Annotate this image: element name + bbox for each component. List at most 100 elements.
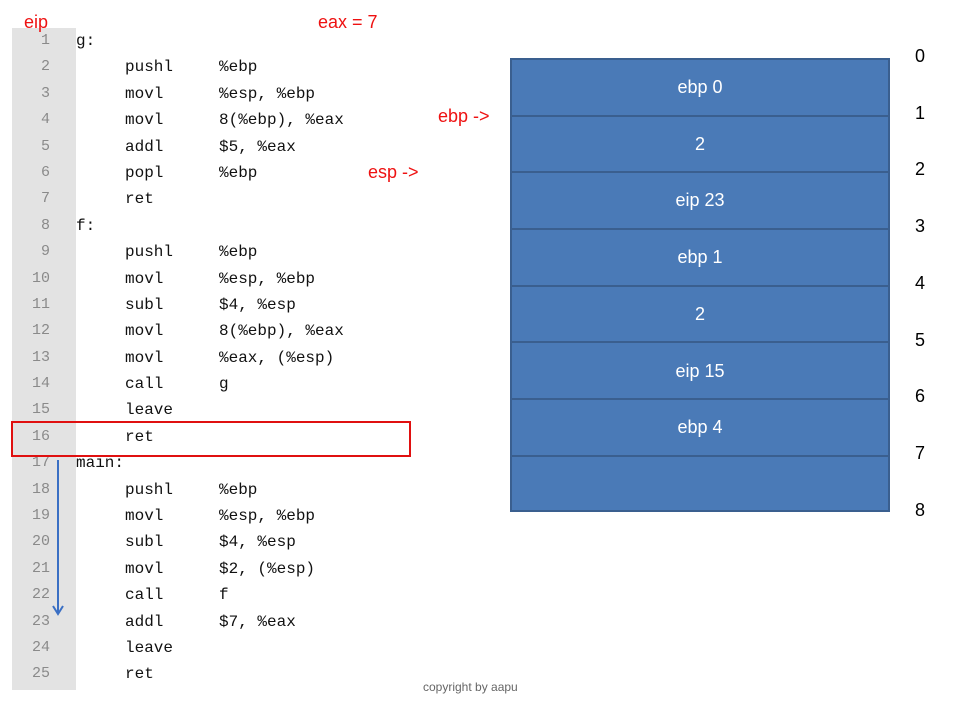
code-label: main:	[76, 454, 125, 473]
instruction-mnemonic: movl	[125, 348, 164, 367]
copyright-text: copyright by aapu	[423, 680, 518, 694]
line-number: 21	[31, 559, 50, 577]
instruction-mnemonic: leave	[125, 401, 174, 420]
stack-index: 6	[914, 386, 925, 407]
line-number: 2	[40, 58, 50, 76]
eax-value-label: eax = 7	[318, 12, 378, 32]
line-number: 4	[40, 111, 50, 129]
instruction-operand: $2, (%esp)	[219, 559, 316, 578]
line-number: 7	[40, 190, 50, 208]
code-label: g:	[76, 32, 96, 50]
instruction-mnemonic: call	[125, 375, 164, 394]
code-line: 2 pushl %ebp	[12, 54, 452, 80]
code-label: f:	[76, 216, 96, 235]
stack-slot: eip 23	[512, 173, 888, 231]
code-line: 17 main:	[12, 450, 452, 476]
instruction-mnemonic: movl	[125, 269, 164, 288]
line-number: 14	[31, 375, 50, 393]
stack-index: 1	[914, 102, 925, 123]
instruction-operand: %ebp	[219, 480, 258, 499]
code-line: 22 call f	[12, 582, 452, 608]
line-number: 11	[31, 295, 50, 313]
line-number: 3	[40, 84, 50, 102]
stack-index: 0	[914, 46, 925, 66]
line-number: 1	[40, 32, 50, 49]
stack-slot: ebp 1	[512, 230, 888, 287]
code-line: 13 movl %eax, (%esp)	[12, 345, 452, 371]
line-number: 15	[31, 401, 50, 419]
stack-slot: 2	[512, 287, 888, 344]
current-instruction-highlight	[11, 421, 411, 457]
line-number: 6	[40, 163, 50, 181]
code-line: 16 ret	[12, 424, 452, 450]
line-number: 25	[31, 665, 50, 683]
instruction-operand: %esp, %ebp	[219, 269, 316, 288]
instruction-mnemonic: movl	[125, 111, 164, 130]
instruction-operand: %esp, %ebp	[219, 84, 316, 103]
stack-slot: ebp 4	[512, 400, 888, 457]
instruction-operand: 8(%ebp), %eax	[219, 322, 344, 341]
instruction-mnemonic: movl	[125, 559, 164, 578]
instruction-operand: %ebp	[219, 58, 258, 77]
instruction-operand: f	[219, 586, 229, 605]
code-line: 4 movl 8(%ebp), %eax	[12, 107, 452, 133]
instruction-operand: $4, %esp	[219, 533, 296, 552]
line-number: 9	[40, 243, 50, 261]
instruction-mnemonic: pushl	[125, 58, 174, 77]
esp-pointer-label: esp ->	[368, 162, 419, 182]
code-line: 7 ret	[12, 186, 452, 212]
instruction-operand: $5, %eax	[219, 137, 296, 156]
code-line: 5 addl $5, %eax	[12, 134, 452, 160]
line-number: 17	[31, 454, 50, 472]
line-number: 13	[31, 348, 50, 366]
stack-index: 8	[914, 499, 925, 520]
instruction-operand: $7, %eax	[219, 612, 296, 631]
ebp-pointer-label: ebp ->	[438, 106, 490, 126]
line-number: 19	[31, 507, 50, 525]
stack-index: 2	[914, 159, 925, 180]
code-line: 15 leave	[12, 397, 452, 423]
instruction-mnemonic: call	[125, 586, 164, 605]
stack-index: 3	[914, 216, 925, 237]
stack-index: 7	[914, 442, 925, 463]
instruction-mnemonic: ret	[125, 190, 154, 209]
line-number-gutter	[12, 28, 76, 690]
stack-slot: 2	[512, 117, 888, 174]
line-number: 5	[40, 137, 50, 155]
line-number: 12	[31, 322, 50, 340]
code-line: 1 g:	[12, 28, 452, 54]
stack-index: 4	[914, 272, 925, 293]
code-line: 8 f:	[12, 213, 452, 239]
code-line: 21 movl $2, (%esp)	[12, 556, 452, 582]
instruction-mnemonic: subl	[125, 533, 164, 552]
stack-slot: eip 15	[512, 344, 888, 401]
line-number: 22	[31, 586, 50, 604]
line-number: 16	[31, 427, 50, 445]
line-number: 24	[31, 638, 50, 656]
instruction-mnemonic: addl	[125, 137, 164, 156]
stack-index: 5	[914, 329, 925, 350]
instruction-operand: %ebp	[219, 163, 258, 182]
code-line: 24 leave	[12, 635, 452, 661]
line-number: 18	[31, 480, 50, 498]
instruction-operand: 8(%ebp), %eax	[219, 111, 344, 130]
line-number: 8	[40, 216, 50, 234]
instruction-mnemonic: leave	[125, 638, 174, 657]
instruction-operand: %eax, (%esp)	[219, 348, 335, 367]
instruction-mnemonic: addl	[125, 612, 164, 631]
instruction-mnemonic: ret	[125, 427, 154, 446]
instruction-operand: %ebp	[219, 243, 258, 262]
